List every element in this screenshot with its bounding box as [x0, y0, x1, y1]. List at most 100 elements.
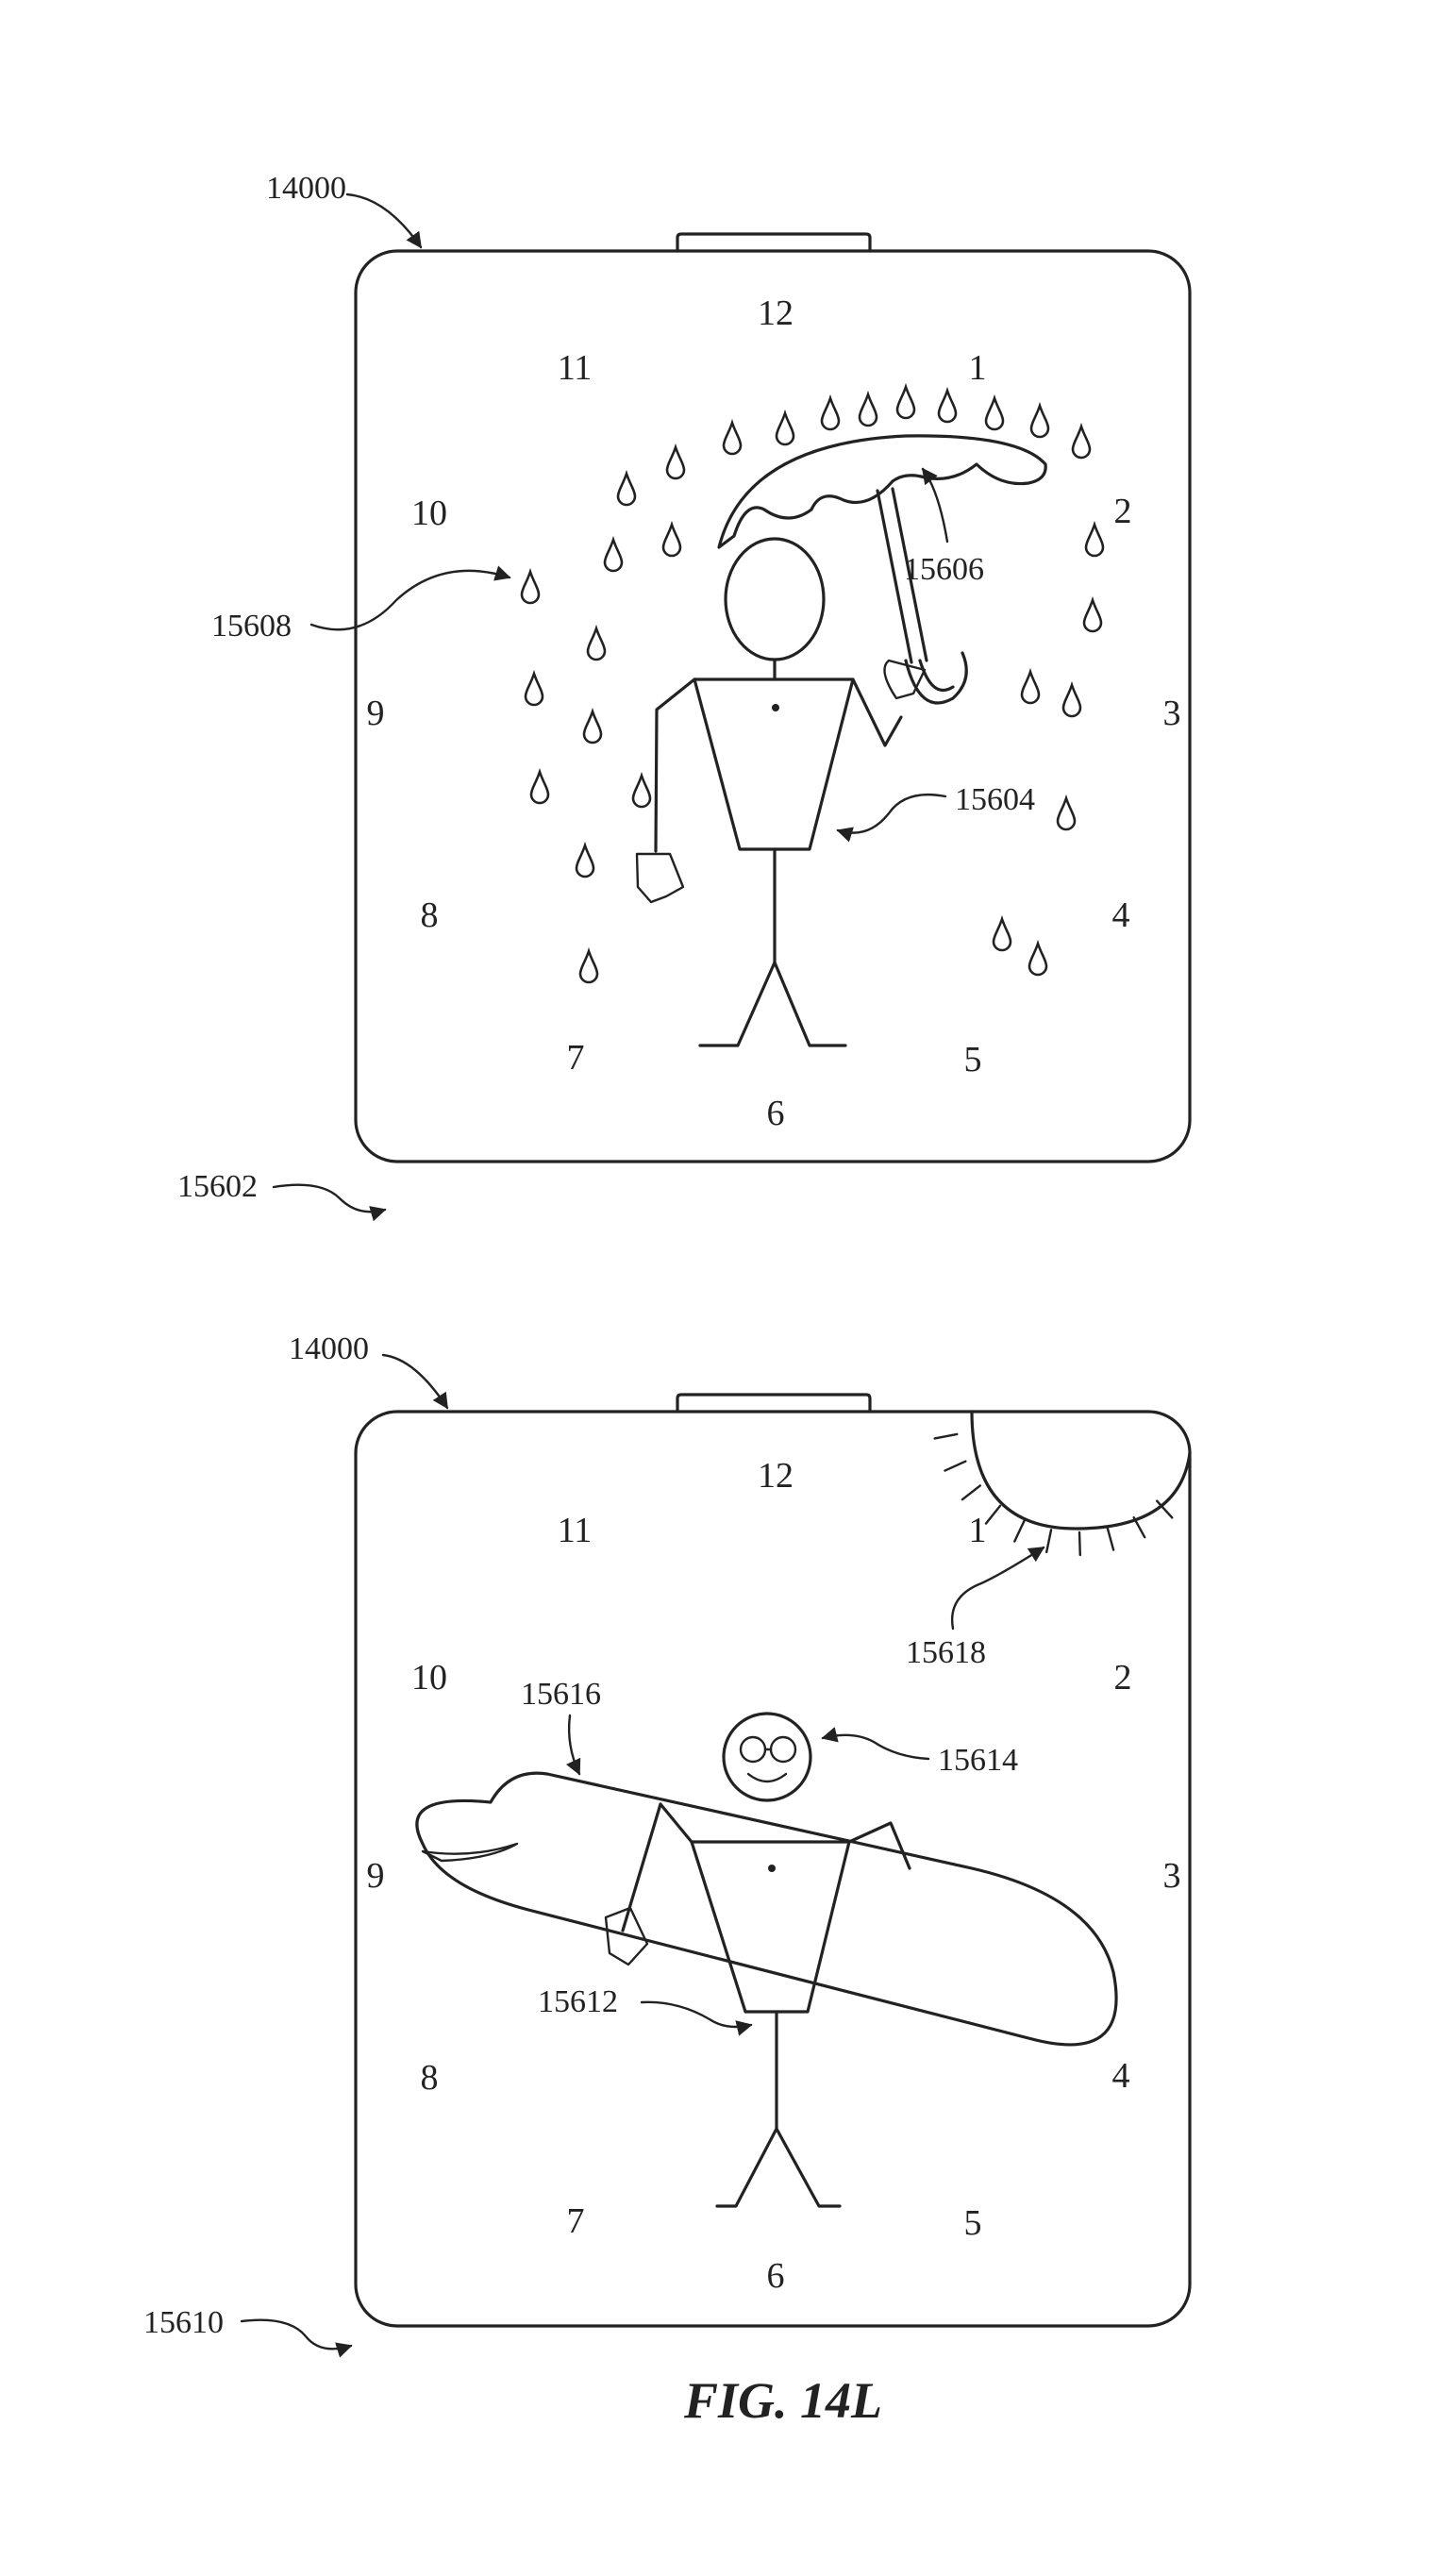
clock-hours: 12 1 2 3 4 5 6 7 8 9 10 11: [367, 293, 1181, 1133]
left-hand: [637, 854, 683, 902]
ref-sun-15618: 15618: [906, 1635, 986, 1670]
navel-dot: [772, 704, 779, 711]
hour-6: 6: [767, 2256, 785, 2296]
surfboard: [417, 1773, 1116, 2045]
raindrop: [584, 711, 601, 743]
sun-ray: [1134, 1517, 1145, 1537]
watch-panel-rain: 12 1 2 3 4 5 6 7 8 9 10 11: [177, 171, 1190, 1212]
right-leg: [775, 962, 845, 1045]
raindrop: [605, 540, 622, 571]
hour-8: 8: [421, 2058, 439, 2098]
sun-ray: [1014, 1521, 1024, 1542]
raindrop: [580, 951, 597, 982]
left-leg: [717, 2012, 777, 2206]
ref-panel-15602: 15602: [177, 1169, 258, 1204]
ref-surfboard-15616: 15616: [521, 1677, 601, 1712]
hour-9: 9: [367, 1856, 385, 1896]
hour-4: 4: [1112, 2056, 1130, 2096]
raindrop: [1058, 798, 1075, 829]
ref-device-14000: 14000: [266, 171, 346, 206]
raindrop: [822, 398, 839, 429]
ref-panel-15610: 15610: [143, 2305, 224, 2340]
stick-figure: [637, 539, 925, 1045]
hour-2: 2: [1114, 1658, 1132, 1698]
ref-figure-15612: 15612: [538, 1984, 618, 2019]
raindrop: [1086, 525, 1103, 556]
sun-ray: [1079, 1532, 1080, 1555]
clock-hours: 12 1 2 3 4 5 6 7 8 9 10 11: [367, 1456, 1181, 2296]
sun-ray: [962, 1485, 980, 1499]
hour-8: 8: [421, 895, 439, 935]
ref-umbrella-15606: 15606: [904, 552, 984, 587]
sun-ray: [986, 1506, 1000, 1524]
hour-3: 3: [1163, 694, 1181, 733]
glasses-right-lens: [771, 1737, 795, 1762]
watch-button: [677, 1395, 870, 1412]
right-arm: [853, 679, 901, 745]
ref-glasses-15614: 15614: [938, 1743, 1018, 1778]
hour-12: 12: [758, 1456, 794, 1496]
hour-1: 1: [969, 1511, 987, 1550]
figure-caption: FIG. 14L: [683, 2372, 882, 2429]
raindrops: [522, 387, 1103, 982]
watch-button: [677, 234, 870, 251]
left-arm: [656, 679, 694, 851]
raindrop: [588, 628, 605, 660]
raindrop: [777, 413, 794, 444]
raindrop: [663, 525, 680, 556]
sun-ray: [1046, 1530, 1051, 1552]
hour-2: 2: [1114, 492, 1132, 531]
raindrop: [1022, 672, 1039, 703]
hour-1: 1: [969, 348, 987, 388]
glasses-left-lens: [741, 1737, 765, 1762]
raindrop: [526, 674, 543, 705]
raindrop: [939, 391, 956, 422]
raindrop: [618, 474, 635, 505]
ref-rain-15608: 15608: [211, 609, 292, 644]
head: [724, 1714, 810, 1800]
ref-device-14000: 14000: [289, 1331, 369, 1366]
left-leg: [700, 849, 775, 1045]
hour-11: 11: [558, 1511, 593, 1550]
ref-figure-15604: 15604: [955, 782, 1035, 817]
hour-3: 3: [1163, 1856, 1181, 1896]
raindrop: [1073, 427, 1090, 458]
hour-10: 10: [411, 1658, 447, 1698]
sun-ray: [944, 1462, 965, 1471]
hour-11: 11: [558, 348, 593, 388]
stick-figure: [606, 1714, 910, 2206]
raindrop: [1031, 406, 1048, 437]
sun-ray: [1108, 1528, 1113, 1549]
raindrop: [897, 387, 914, 418]
hour-12: 12: [758, 293, 794, 333]
raindrop: [667, 447, 684, 478]
hour-5: 5: [964, 2203, 982, 2243]
hour-4: 4: [1112, 895, 1130, 935]
right-arm: [849, 1823, 910, 1868]
hour-9: 9: [367, 694, 385, 733]
raindrop: [531, 772, 548, 803]
sun-ray: [935, 1434, 958, 1438]
raindrop: [986, 398, 1003, 429]
umbrella: [719, 436, 1045, 703]
hour-5: 5: [964, 1040, 982, 1079]
raindrop: [724, 423, 741, 454]
head: [726, 539, 824, 660]
watch-panel-sunny: 12 1 2 3 4 5 6 7 8 9 10 11: [143, 1331, 1190, 2349]
raindrop: [522, 572, 539, 603]
hour-10: 10: [411, 493, 447, 533]
surfboard-fin: [423, 1844, 517, 1861]
hour-7: 7: [567, 2201, 585, 2241]
hour-6: 6: [767, 1094, 785, 1133]
right-leg: [777, 2129, 840, 2206]
raindrop: [1063, 685, 1080, 716]
raindrop: [860, 394, 877, 426]
raindrop: [1029, 944, 1046, 975]
raindrop: [1084, 600, 1101, 631]
hour-7: 7: [567, 1038, 585, 1078]
smile: [748, 1774, 786, 1781]
raindrop: [576, 845, 593, 877]
raindrop: [633, 776, 650, 807]
raindrop: [994, 919, 1011, 950]
